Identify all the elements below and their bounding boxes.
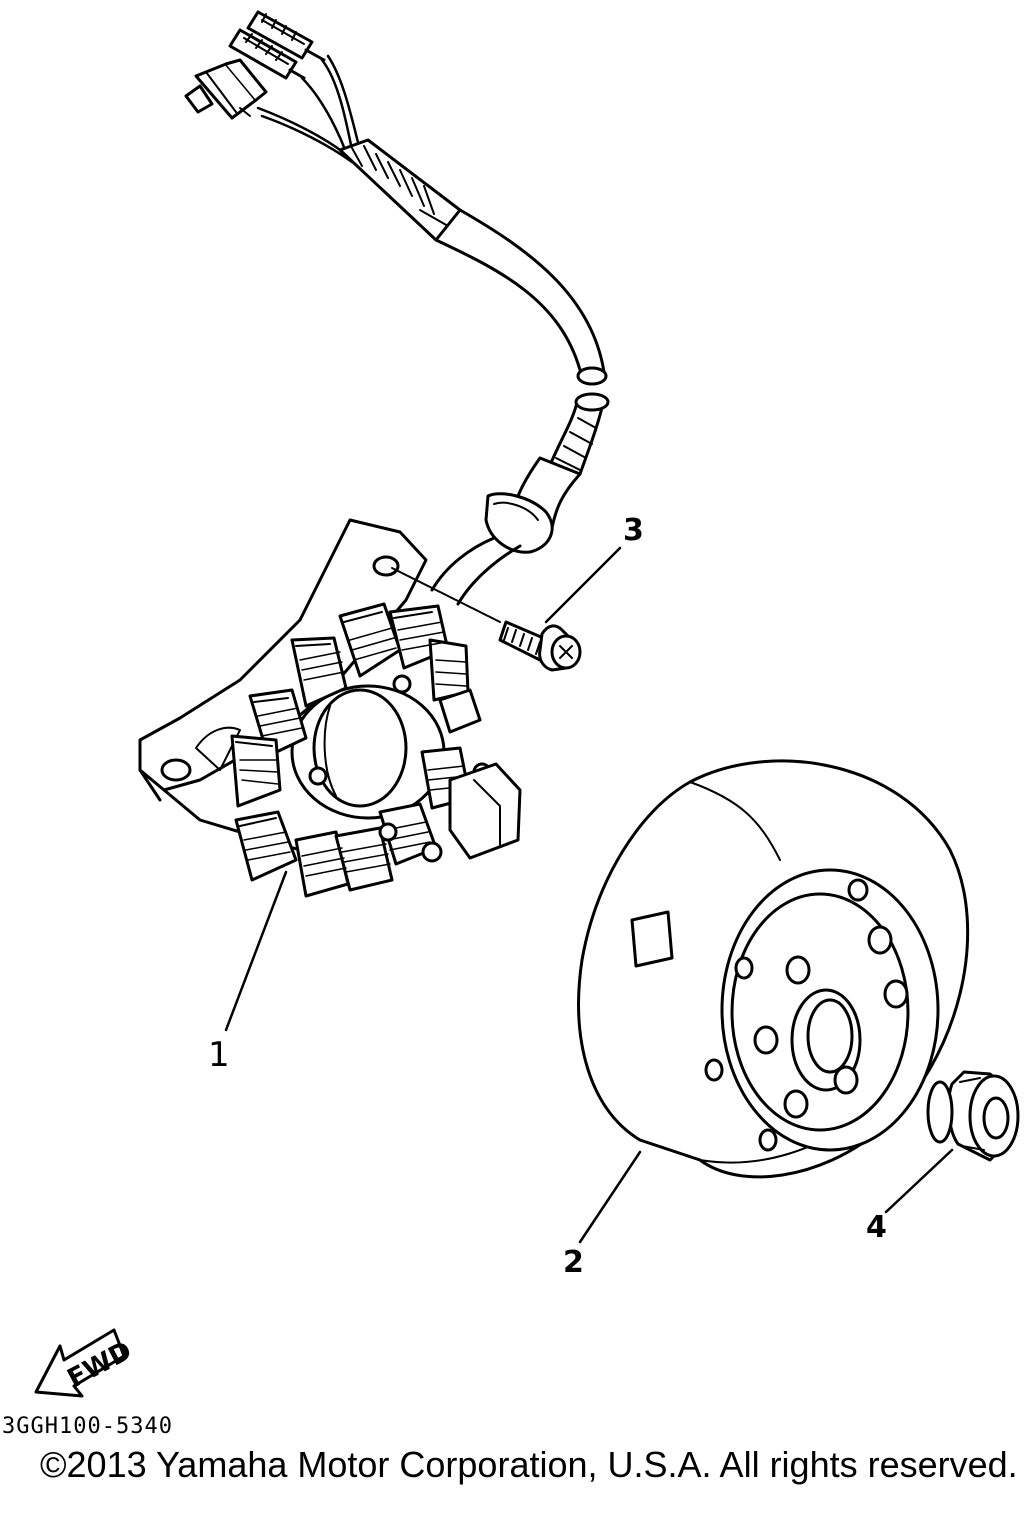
rotor-flywheel xyxy=(577,759,970,1179)
bullet-connector-top xyxy=(246,10,326,62)
coupler-connector xyxy=(184,58,268,120)
flange-nut xyxy=(926,1070,1020,1162)
diagram-code: 3GGH100-5340 xyxy=(2,1414,173,1439)
thin-wires xyxy=(256,54,362,164)
leader-line-2 xyxy=(578,1150,642,1244)
rotor-bolt-holes xyxy=(704,878,909,1152)
pickup-coil xyxy=(438,688,522,860)
leader-line-1 xyxy=(224,870,288,1032)
stator-assembly xyxy=(138,518,522,898)
leader-line-4 xyxy=(884,1148,954,1214)
stator-mounting-plate xyxy=(138,518,428,792)
screw xyxy=(391,567,582,672)
leader-line-3 xyxy=(544,546,622,624)
wire-harness xyxy=(184,10,610,606)
fwd-arrow: FWD xyxy=(34,1328,137,1398)
callout-screw: 3 xyxy=(623,513,644,548)
coil-hatching xyxy=(239,621,469,877)
copyright-notice: ©2013 Yamaha Motor Corporation, U.S.A. A… xyxy=(40,1444,1018,1485)
plate-hole-top xyxy=(372,555,400,577)
sheathed-cable xyxy=(434,208,608,386)
callout-nut: 4 xyxy=(866,1210,887,1245)
leader-lines xyxy=(224,546,954,1244)
stator-hub-inner xyxy=(312,688,408,808)
callout-rotor: 2 xyxy=(563,1245,584,1280)
plate-hole-bottom xyxy=(160,758,192,782)
grommet-section xyxy=(484,392,610,554)
taped-bundle xyxy=(338,138,462,242)
callout-stator: 1 xyxy=(208,1035,230,1075)
stator-lead xyxy=(430,536,522,606)
rotor-slot xyxy=(630,910,674,968)
hub-screws xyxy=(308,674,492,863)
bullet-connector-middle xyxy=(228,28,306,80)
